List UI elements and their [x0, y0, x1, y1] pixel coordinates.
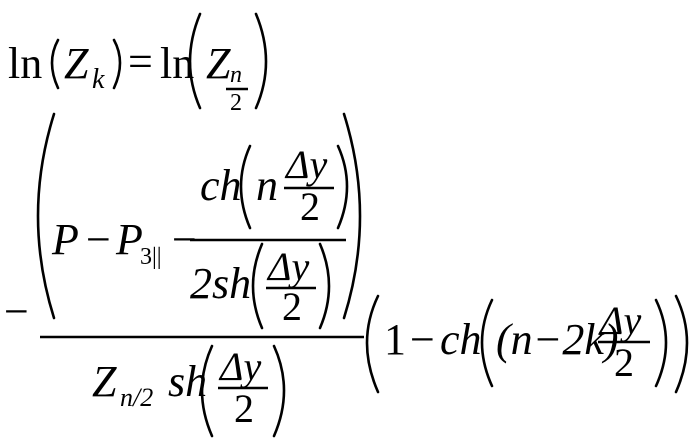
paren-den-right [272, 344, 286, 438]
paren-ch-top-right [336, 144, 349, 230]
paren-zn2-right [254, 12, 268, 110]
equals-sign: = [128, 37, 153, 86]
two-right: 2 [614, 340, 634, 385]
two-den: 2 [234, 386, 254, 431]
two-top: 2 [300, 184, 320, 229]
paren-right-factor-right [674, 294, 689, 394]
outer-minus: − [4, 287, 29, 336]
minus-three: − [410, 315, 435, 364]
paren-den-left [200, 344, 214, 438]
paren-right-factor-left [365, 294, 380, 394]
ch-right: ch [440, 315, 482, 364]
paren-zn2-left [188, 12, 202, 110]
dy-right: Δy [598, 298, 641, 343]
z-den-sub: n/2 [120, 383, 153, 412]
dy-den: Δy [218, 344, 261, 389]
z-n2-sub-num: n [230, 62, 242, 88]
dy-inner: Δy [266, 244, 309, 289]
n-minus-2k: (n−2k) [496, 315, 619, 364]
dy-top: Δy [284, 142, 327, 187]
two-inner: 2 [282, 284, 302, 329]
paren-sh-inner-right [318, 242, 331, 330]
big-paren-left [36, 112, 56, 320]
paren-zk-right [112, 38, 122, 90]
two-sh: 2sh [190, 259, 251, 308]
paren-ch-top-left [239, 144, 252, 230]
paren-ch-right-left [480, 298, 494, 388]
z-den-base: Z [92, 357, 117, 406]
big-paren-right [342, 112, 362, 320]
paren-zk-left [50, 38, 60, 90]
p3-base: P [115, 215, 143, 264]
z-k-base: Z [64, 39, 89, 88]
paren-sh-inner-left [251, 242, 264, 330]
z-n2-base: Z [206, 39, 231, 88]
ln-right: ln [160, 39, 194, 88]
sh-den: sh [168, 357, 207, 406]
minus-one: − [86, 215, 111, 264]
p-term: P [51, 215, 79, 264]
ln-left: ln [8, 39, 42, 88]
paren-ch-right-right [654, 298, 668, 388]
one: 1 [384, 315, 406, 364]
z-n2-sub-den: 2 [230, 90, 242, 116]
z-k-sub: k [92, 64, 105, 95]
ch-top: ch [200, 161, 242, 210]
p3-sub: 3|| [140, 244, 162, 270]
n-top: n [256, 161, 278, 210]
